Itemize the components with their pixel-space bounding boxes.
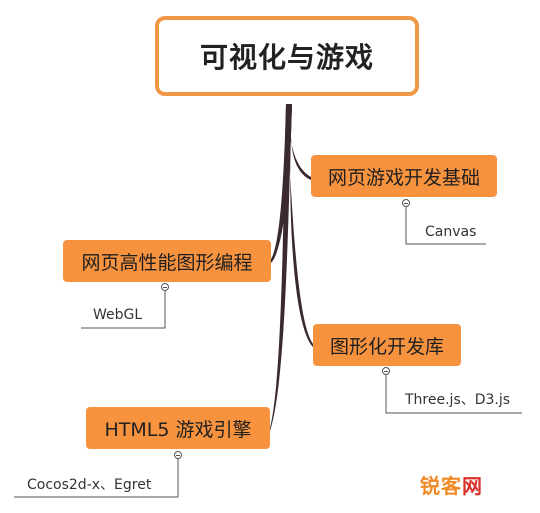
topic-graphics-libraries[interactable]: 图形化开发库	[313, 324, 461, 366]
collapse-toggle-icon[interactable]	[382, 367, 390, 375]
subtopic-webgl[interactable]: WebGL	[93, 307, 143, 323]
topic-label: 网页游戏开发基础	[327, 166, 480, 189]
watermark-char: 锐	[420, 474, 441, 498]
leaf-line-3	[385, 371, 522, 414]
collapse-toggle-icon[interactable]	[161, 283, 169, 291]
leaf-line-1	[405, 203, 486, 245]
topic-web-graphics-programming[interactable]: 网页高性能图形编程	[63, 240, 271, 282]
topic-html5-game-engines[interactable]: HTML5 游戏引擎	[86, 407, 270, 449]
leaf-line-2	[81, 287, 166, 329]
topic-web-game-basics[interactable]: 网页游戏开发基础	[311, 155, 497, 197]
watermark-char: 客	[441, 474, 462, 498]
branch-line-4	[270, 104, 292, 431]
topic-label: 网页高性能图形编程	[81, 251, 253, 274]
watermark-logo: 锐客网	[420, 470, 483, 499]
root-topic[interactable]: 可视化与游戏	[155, 16, 419, 96]
topic-label: HTML5 游戏引擎	[104, 418, 252, 441]
subtopic-cocos2dx-egret[interactable]: Cocos2d-x、Egret	[27, 477, 152, 493]
collapse-toggle-icon[interactable]	[402, 199, 410, 207]
subtopic-canvas[interactable]: Canvas	[425, 224, 477, 240]
subtopic-threejs-d3js[interactable]: Three.js、D3.js	[405, 392, 511, 408]
watermark-char: 网	[462, 474, 483, 498]
topic-label: 图形化开发库	[329, 335, 444, 358]
leaf-line-4	[14, 455, 179, 498]
collapse-toggle-icon[interactable]	[174, 451, 182, 459]
root-topic-label: 可视化与游戏	[199, 41, 374, 74]
